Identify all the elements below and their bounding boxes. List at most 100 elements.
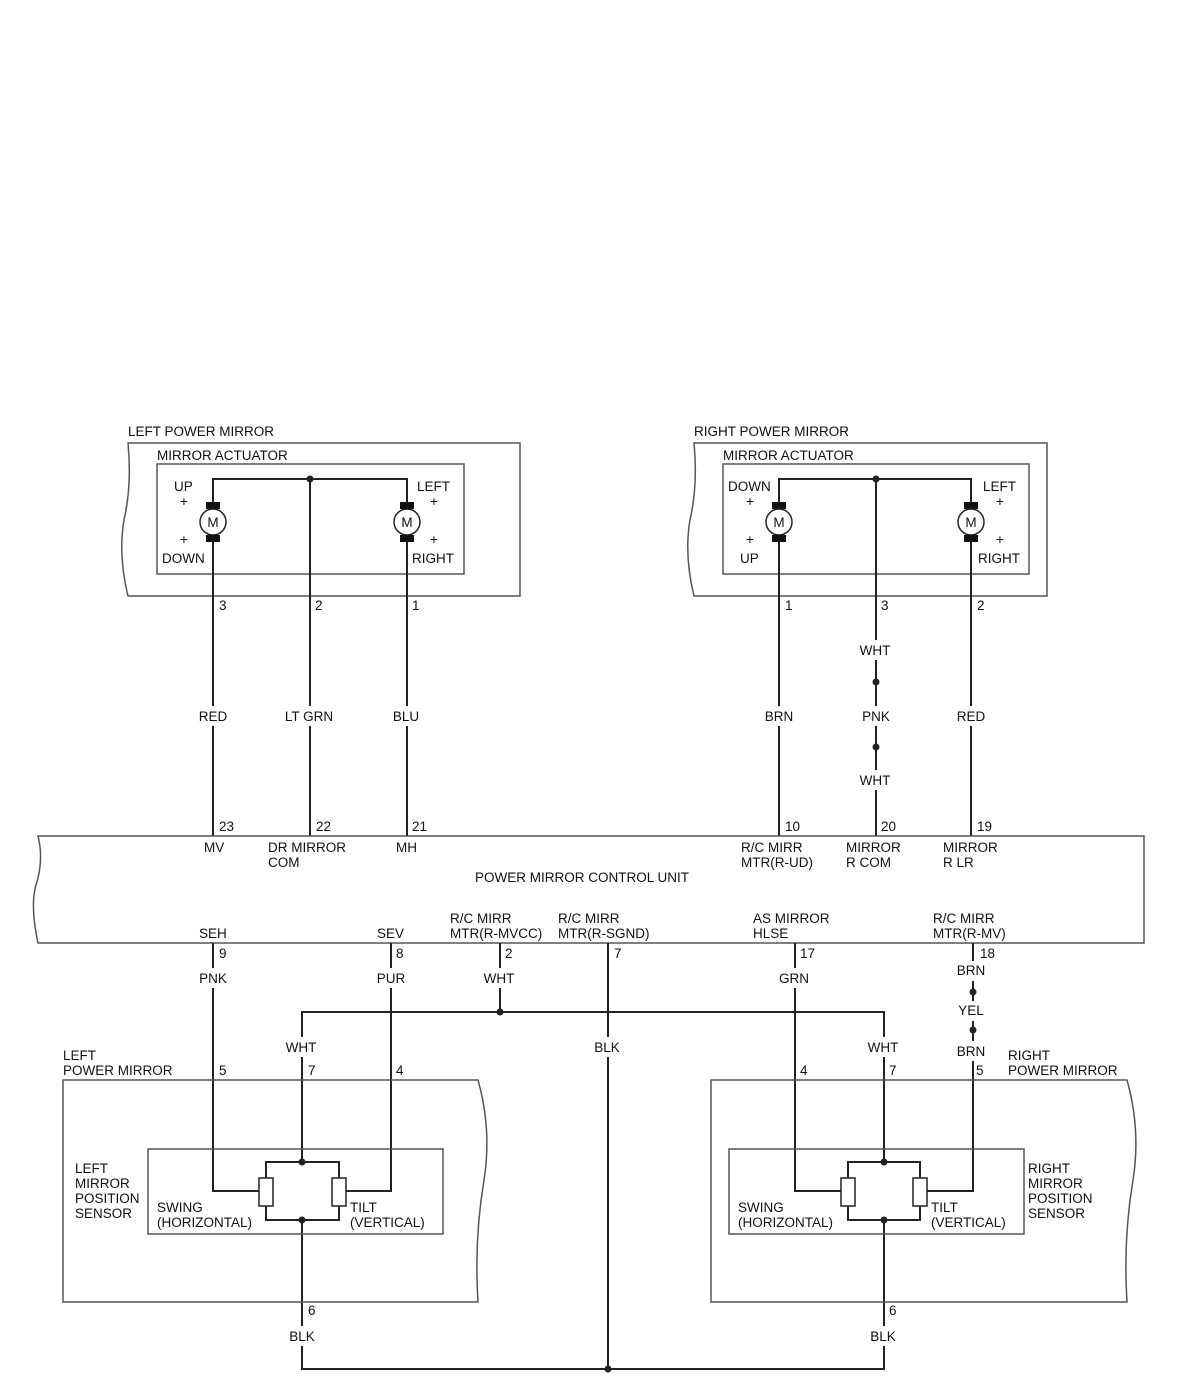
sensor-junction [880, 1216, 888, 1224]
grn-hlse-wire [794, 943, 841, 1192]
pin-4: 4 [396, 1063, 404, 1078]
right-leftright-motor-icon: M [957, 502, 985, 542]
left-actuator-label: MIRROR ACTUATOR [157, 448, 288, 463]
terminal-2: 2 [505, 946, 513, 961]
tilt-resistor-icon [331, 1177, 347, 1207]
terminal-19: 19 [977, 819, 992, 834]
right-left-label: LEFT [983, 479, 1016, 494]
left-leftright-motor-icon: M [393, 502, 421, 542]
bottom-wiring: PNK PUR WHT GRN BRN YEL BRN WHT BLK WHT … [194, 943, 993, 1373]
swing-label: SWING [157, 1200, 203, 1215]
left-up-label: UP [174, 479, 193, 494]
left-sensor-name: POSITION [75, 1191, 140, 1206]
terminal-23: 23 [219, 819, 234, 834]
wire-color-wht: WHT [868, 1040, 899, 1055]
blk-junction [604, 1365, 612, 1373]
tilt-label: (VERTICAL) [350, 1215, 425, 1230]
left-sensor-box [147, 1148, 444, 1235]
right-sensor-name: POSITION [1028, 1191, 1093, 1206]
terminal-label-mirror: MIRROR [846, 840, 901, 855]
right-sensor-mirror-title: RIGHT [1008, 1048, 1050, 1063]
left-down-label: DOWN [162, 551, 205, 566]
terminal-label-mtr-rud: MTR(R-UD) [741, 855, 813, 870]
terminal-17: 17 [800, 946, 815, 961]
wht-supply-bus [301, 1011, 885, 1162]
sensor-junction [298, 1216, 306, 1224]
terminal-label-r-com: R COM [846, 855, 891, 870]
pin-6: 6 [308, 1303, 316, 1318]
terminal-label-mh: MH [396, 840, 417, 855]
sensor-junction [880, 1158, 888, 1166]
left-plus: + [180, 532, 188, 547]
terminal-label-mtr-rsgnd: MTR(R-SGND) [558, 926, 649, 941]
wire-color-yel: YEL [958, 1003, 984, 1018]
terminal-label-sev: SEV [377, 926, 404, 941]
right-sensor-name: MIRROR [1028, 1176, 1083, 1191]
svg-text:M: M [773, 515, 784, 530]
right-mirror-position-sensor: RIGHT POWER MIRROR 4 7 5 6 RIGHT MIRROR … [710, 1048, 1137, 1318]
tilt-label: TILT [350, 1200, 377, 1215]
right-sensor-name: SENSOR [1028, 1206, 1085, 1221]
splice-dot [969, 1026, 977, 1034]
right-sensor-name: RIGHT [1028, 1161, 1070, 1176]
right-up-label: UP [740, 551, 759, 566]
right-right-label: RIGHT [978, 551, 1020, 566]
pnk-seh-wire [212, 943, 259, 1192]
svg-text:M: M [207, 515, 218, 530]
swing-label: (HORIZONTAL) [738, 1215, 833, 1230]
terminal-18: 18 [980, 946, 995, 961]
right-plus: + [996, 532, 1004, 547]
left-mirror-box [121, 442, 521, 597]
sensor-junction [298, 1158, 306, 1166]
left-sensor-mirror-box [62, 1079, 488, 1303]
left-sensor-name: SENSOR [75, 1206, 132, 1221]
terminal-label-mtr-rmvcc: MTR(R-MVCC) [450, 926, 542, 941]
wire-color-grn: GRN [779, 971, 809, 986]
pin-1: 1 [785, 598, 793, 613]
right-sensor-mirror-box [710, 1079, 1137, 1303]
wire-color-wht: WHT [286, 1040, 317, 1055]
terminal-21: 21 [412, 819, 427, 834]
wire-color-blk: BLK [870, 1329, 896, 1344]
wire-color-pnk: PNK [862, 709, 890, 724]
terminal-label-rc-mirr: R/C MIRR [558, 911, 620, 926]
wire-color-blu: BLU [393, 709, 419, 724]
svg-text:M: M [965, 515, 976, 530]
splice-dot [872, 743, 880, 751]
pin-7: 7 [308, 1063, 316, 1078]
right-sensor-mirror-title: POWER MIRROR [1008, 1063, 1118, 1078]
pin-2: 2 [977, 598, 985, 613]
left-sensor-mirror-title: POWER MIRROR [63, 1063, 173, 1078]
terminal-label-mirror: MIRROR [943, 840, 998, 855]
wire-color-blk: BLK [289, 1329, 315, 1344]
swing-resistor-icon [840, 1177, 856, 1207]
pin-6: 6 [889, 1303, 897, 1318]
control-unit-box [32, 835, 1145, 944]
swing-resistor-icon [258, 1177, 274, 1207]
swing-label: (HORIZONTAL) [157, 1215, 252, 1230]
left-updown-motor-icon: M [199, 502, 227, 542]
terminal-label-dr-mirror: DR MIRROR [268, 840, 346, 855]
left-plus: + [180, 494, 188, 509]
right-mirror-title: RIGHT POWER MIRROR [694, 424, 849, 439]
right-mirror-box [687, 442, 1048, 597]
left-right-label: RIGHT [412, 551, 454, 566]
power-mirror-control-unit: POWER MIRROR CONTROL UNIT 23 MV 22 DR MI… [32, 819, 1145, 961]
left-mirror-position-sensor: LEFT POWER MIRROR 5 7 4 6 LEFT MIRROR PO… [62, 1048, 488, 1318]
terminal-9: 9 [219, 946, 227, 961]
pin-3: 3 [881, 598, 889, 613]
pin-3: 3 [219, 598, 227, 613]
right-plus: + [996, 494, 1004, 509]
terminal-label-r-lr: R LR [943, 855, 974, 870]
control-unit-name: POWER MIRROR CONTROL UNIT [475, 870, 689, 885]
wire-color-pur: PUR [377, 971, 406, 986]
right-plus: + [746, 494, 754, 509]
pin-2: 2 [315, 598, 323, 613]
right-actuator-label: MIRROR ACTUATOR [723, 448, 854, 463]
pur-sev-wire [345, 943, 392, 1192]
pin-5: 5 [219, 1063, 227, 1078]
wire-color-red: RED [199, 709, 228, 724]
left-sensor-name: MIRROR [75, 1176, 130, 1191]
wire-color-red: RED [957, 709, 986, 724]
